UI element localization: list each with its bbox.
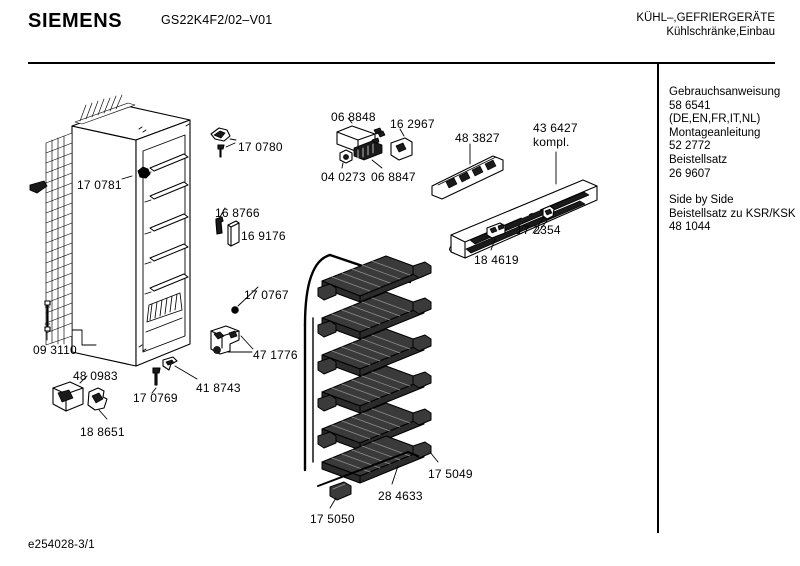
part-label-p-06-8847: 06 8847 [371, 170, 416, 184]
leader-41-8743 [174, 365, 198, 380]
part-16-8766 [215, 216, 224, 235]
leader-16-8766 [219, 207, 226, 218]
part-17-0767 [231, 306, 239, 314]
condenser-grille [45, 132, 73, 346]
category-heading: KÜHL–,GEFRIERGERÄTE Kühlschränke,Einbau [636, 11, 775, 39]
part-label-p-41-8743: 41 8743 [196, 381, 241, 395]
part-label-p-18-8651: 18 8651 [80, 425, 125, 439]
part-43-6427 [449, 179, 598, 259]
leader-17-0767 [237, 286, 259, 307]
leader-17-0781 [121, 175, 133, 180]
info-line: 58 6541 [669, 99, 711, 112]
part-label-line: kompl. [533, 134, 570, 149]
info-line: Gebrauchsanweisung [669, 86, 781, 98]
part-label-p-17-0781: 17 0781 [77, 178, 122, 192]
part-label-p-17-5050: 17 5050 [310, 512, 355, 526]
cabinet-top-vents [74, 94, 136, 125]
part-17-5050 [329, 481, 352, 501]
part-label-p-17-0780: 17 0780 [238, 140, 283, 154]
leader-06-8847 [371, 159, 383, 169]
part-17-0781 [137, 166, 151, 179]
cabinet-hinge-marks [138, 123, 190, 352]
info-line: (DE,EN,FR,IT,NL) [669, 113, 761, 126]
leader-04-0273 [341, 162, 344, 169]
part-label-p-16-8766: 16 8766 [215, 206, 260, 220]
part-label-p-17-5049: 17 5049 [428, 467, 473, 481]
part-06-8847 [353, 140, 383, 161]
part-48-3827 [431, 155, 504, 200]
leader-17-2354 [532, 216, 549, 234]
info-line: 52 2772 [669, 140, 711, 153]
column-divider-rule [657, 63, 659, 533]
part-label-p-48-0983: 48 0983 [73, 369, 118, 383]
part-label-p-18-4619: 18 4619 [474, 253, 519, 267]
part-16-9176 [227, 220, 240, 247]
shelf-4 [317, 365, 432, 414]
part-label-p-09-3110: 09 3110 [33, 343, 77, 357]
part-16-2967 [390, 137, 413, 161]
leader-28-4633 [391, 465, 399, 485]
part-28-4633 [317, 451, 409, 487]
part-09-3110 [44, 300, 51, 332]
leader-47-1776 [227, 335, 254, 353]
part-seal-clip [29, 180, 48, 194]
part-18-4619 [486, 222, 506, 239]
part-label-p-04-0273: 04 0273 [321, 170, 366, 184]
part-label-p-17-2354: 17 2354 [516, 223, 561, 237]
interior-shelf-rails [149, 153, 189, 292]
shelf-1 [317, 255, 432, 303]
shelf-5 [317, 402, 432, 451]
part-label-p-16-9176: 16 9176 [241, 229, 286, 243]
leader-18-4619 [490, 238, 496, 251]
drawing-id: e254028-3/1 [28, 539, 95, 551]
part-label-p-16-2967: 16 2967 [390, 117, 435, 131]
leader-06-8848 [347, 117, 353, 124]
part-label-p-48-3827: 48 3827 [455, 131, 500, 145]
header-divider-rule [28, 62, 775, 64]
part-label-p-06-8848: 06 8848 [331, 110, 376, 124]
bottom-basket [145, 292, 183, 333]
documentation-info-panel: Gebrauchsanweisung 58 6541 (DE,EN,FR,IT,… [669, 86, 796, 235]
part-17-0780 [210, 127, 231, 158]
info-line: Montageanleitung [669, 126, 761, 139]
category-line-1: KÜHL–,GEFRIERGERÄTE [636, 12, 775, 24]
part-17-0769 [152, 367, 161, 386]
info-line: Beistellsatz zu KSR/KSK [669, 207, 796, 220]
leader-48-0983 [79, 375, 88, 384]
leader-17-0769 [151, 387, 157, 394]
part-label-line: 43 6427 [533, 121, 578, 135]
part-17-2354 [542, 205, 555, 220]
info-line: 48 1044 [669, 221, 711, 234]
info-line: Side by Side [669, 194, 734, 207]
leader-16-2967 [399, 128, 405, 137]
leader-18-8651 [98, 409, 108, 420]
part-label-p-17-0769: 17 0769 [133, 391, 178, 405]
model-number: GS22K4F2/02–V01 [161, 13, 273, 27]
siemens-logo: SIEMENS [28, 10, 123, 32]
part-18-8651 [87, 387, 108, 411]
part-47-1776 [210, 325, 240, 355]
part-label-p-47-1776: 47 1776 [253, 348, 298, 362]
shelf-3 [317, 328, 432, 377]
category-line-2: Kühlschränke,Einbau [666, 26, 775, 38]
leader-17-5050 [329, 497, 337, 509]
shelf-2 [317, 291, 432, 340]
cabinet-body [71, 105, 191, 367]
leader-17-0780 [225, 138, 237, 148]
part-label-p-17-0767: 17 0767 [244, 288, 289, 302]
leader-17-5049 [429, 451, 439, 463]
info-line: 26 9607 [669, 167, 711, 180]
part-04-0273 [339, 149, 353, 164]
part-41-8743 [162, 356, 178, 371]
shelf-6 [321, 435, 432, 484]
part-48-0983 [52, 381, 84, 412]
info-line: Beistellsatz [669, 153, 728, 166]
part-label-p-28-4633: 28 4633 [378, 489, 423, 503]
